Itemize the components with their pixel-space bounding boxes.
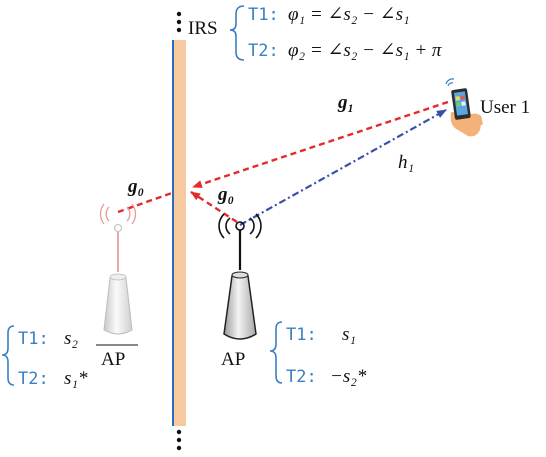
image-ap-t1-symbol: s₂ bbox=[64, 328, 78, 349]
image-ap-label: AP bbox=[101, 349, 125, 370]
image-ap-t1-tag: T1: bbox=[18, 329, 49, 349]
image-ap-t2-symbol: s₁* bbox=[64, 368, 88, 389]
brace-icon bbox=[1, 325, 15, 386]
real-ap-t2-symbol: −s₂* bbox=[330, 366, 367, 387]
irs-t1-expression: φ₁ = ∠s₂ − ∠s₁ bbox=[288, 4, 410, 25]
real-ap-t1-tag: T1: bbox=[286, 325, 317, 345]
ellipsis-icon bbox=[176, 429, 182, 451]
channel-g0-direct-label: g₀ bbox=[217, 184, 234, 205]
channel-g0-mirror-line bbox=[117, 191, 173, 214]
real-ap-label: AP bbox=[221, 349, 245, 370]
user-label: User 1 bbox=[480, 97, 530, 118]
channel-h1-arrow bbox=[239, 109, 447, 226]
irs-t1-tag: T1: bbox=[248, 5, 279, 25]
channel-g0-mirror-label: g₀ bbox=[127, 176, 144, 197]
image-ap-t2-tag: T2: bbox=[18, 369, 49, 389]
irs-label: IRS bbox=[188, 18, 218, 39]
antenna-icon bbox=[99, 203, 137, 233]
real-ap-t2-tag: T2: bbox=[286, 367, 317, 387]
antenna-icon bbox=[218, 213, 262, 239]
brace-icon bbox=[229, 5, 245, 61]
channel-g1-arrow bbox=[192, 100, 449, 189]
ellipsis-icon bbox=[176, 11, 182, 33]
irs-t2-expression: φ₂ = ∠s₂ − ∠s₁ + π bbox=[288, 40, 442, 61]
real-ap-t1-symbol: s₁ bbox=[342, 324, 356, 345]
irs-t2-tag: T2: bbox=[248, 41, 279, 61]
channel-g1-label: g₁ bbox=[337, 92, 354, 113]
channel-h1-label: h₁ bbox=[398, 152, 414, 173]
channel-g0-direct-arrow bbox=[190, 190, 238, 224]
brace-icon bbox=[269, 321, 283, 384]
irs-surface bbox=[172, 40, 186, 426]
phone-hand-icon bbox=[445, 78, 483, 137]
ap-tower-icon bbox=[99, 203, 137, 335]
ap-tower-icon bbox=[218, 213, 262, 340]
irs-panel bbox=[172, 40, 186, 426]
